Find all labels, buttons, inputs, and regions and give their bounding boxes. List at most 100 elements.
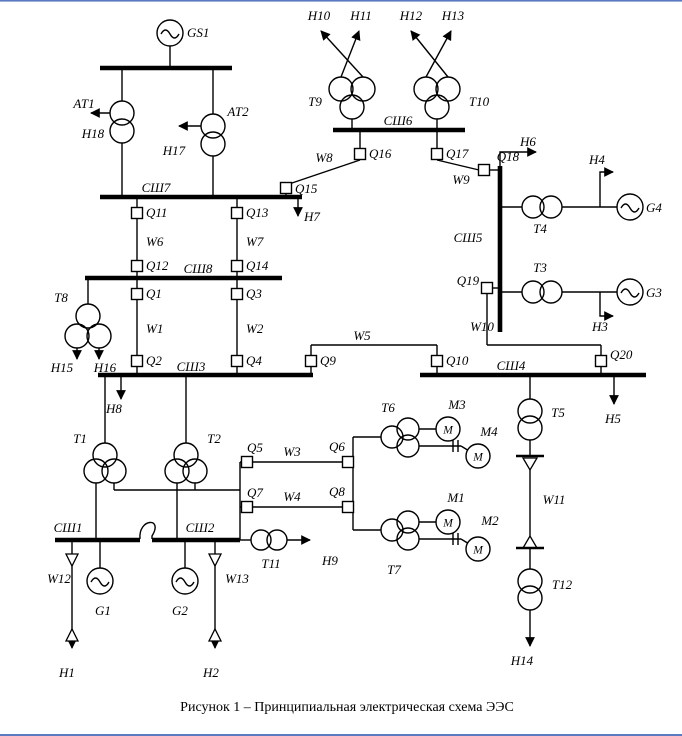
load-h6-arrow: [499, 147, 537, 166]
label-h7: Н7: [303, 209, 320, 224]
label-w10: W10: [470, 319, 494, 334]
switch-q6: [341, 455, 355, 469]
load-h12-arrow: [410, 30, 449, 78]
line-w5: Q9 W5 Q10: [304, 328, 469, 373]
label-w12: W12: [47, 571, 71, 586]
generator-gs1: GS1: [156, 19, 209, 68]
label-at1: АТ1: [72, 96, 94, 111]
load-h6: Н6: [499, 134, 537, 166]
label-m1: М1: [446, 490, 464, 505]
label-q19: Q19: [457, 273, 480, 288]
motor-m2-symbol: [465, 536, 491, 562]
label-h14: Н14: [510, 653, 534, 668]
switch-q15: [279, 181, 293, 195]
label-h8: Н8: [105, 401, 122, 416]
switch-q9: [304, 354, 318, 368]
label-sh3: СШ3: [177, 359, 206, 374]
switch-q16: [353, 147, 367, 161]
generator-g4-symbol: [616, 193, 644, 221]
label-h16: Н16: [93, 360, 117, 375]
switch-q2: [130, 354, 144, 368]
load-h11-arrow: [340, 30, 361, 78]
label-g3: G3: [646, 285, 662, 300]
label-q4: Q4: [246, 353, 262, 368]
generator-g2: G2: [171, 542, 199, 618]
label-q8: Q8: [329, 484, 345, 499]
transformer-t2: Т2: [164, 377, 221, 538]
cable-end-icon: [207, 553, 223, 568]
label-h12: Н12: [399, 8, 423, 23]
label-h17: Н17: [162, 143, 186, 158]
transformer-t7-motors: М М Т7 М1 М2: [353, 490, 499, 577]
label-h6: Н6: [519, 134, 536, 149]
transformer-t8: Т8 Н15 Н16: [50, 280, 117, 375]
line-w9: Q17 W9 Q18: [430, 132, 520, 187]
switch-q4: [230, 354, 244, 368]
switch-q19: [480, 281, 494, 295]
busbar-sh2: СШ2: [152, 520, 240, 543]
line-w7: Q13 W7 Q14: [230, 199, 269, 276]
switch-q1: [130, 287, 144, 301]
label-t3: Т3: [533, 260, 547, 275]
transformer-t9: Н10 Н11 Т9: [307, 8, 376, 130]
label-m3: М3: [447, 397, 466, 412]
generator-g1: G1: [86, 542, 114, 618]
label-h11: Н11: [349, 8, 371, 23]
label-t12: Т12: [552, 577, 573, 592]
label-sh6: СШ6: [384, 113, 413, 128]
busbar-sh3: СШ3: [98, 359, 313, 378]
label-w8: W8: [315, 150, 333, 165]
line-w4: Q7 W4 Q8: [240, 484, 355, 514]
generator-g3-symbol: [616, 278, 644, 306]
label-q17: Q17: [446, 146, 469, 161]
switch-q10: [430, 354, 444, 368]
label-q15: Q15: [295, 181, 318, 196]
label-q3: Q3: [246, 286, 262, 301]
label-w2: W2: [246, 321, 264, 336]
label-h15: Н15: [50, 360, 74, 375]
transformer-t11: Т11 Н9: [240, 529, 338, 571]
label-t1: Т1: [73, 431, 87, 446]
cable-end-icon: [207, 627, 223, 642]
sine-wave-icon: [620, 203, 640, 213]
load-h8: Н8: [105, 377, 126, 416]
motor-letter: М: [442, 518, 454, 530]
cable-end-icon: [64, 627, 80, 642]
switch-q13: [230, 206, 244, 220]
label-w3: W3: [283, 444, 301, 459]
label-q14: Q14: [246, 258, 269, 273]
label-q10: Q10: [446, 353, 469, 368]
line-w8: Q16 W8 Q15: [279, 132, 392, 197]
sine-wave-icon: [175, 577, 195, 587]
line-w12: W12 Н1: [47, 542, 80, 680]
label-q1: Q1: [146, 286, 162, 301]
cable-end-icon: [521, 457, 539, 472]
label-h2: Н2: [202, 665, 219, 680]
label-gs1: GS1: [187, 25, 209, 40]
line-w3: Q5 W3 Q6: [240, 439, 355, 469]
busbar-sh5: СШ5: [454, 166, 503, 332]
transformer-t5-w11-t12-column: Т5 W11 Т12 Н14: [510, 377, 573, 668]
switch-q17: [430, 147, 444, 161]
load-h3-arrow: [599, 292, 614, 321]
line-w13: W13 Н2: [202, 542, 249, 680]
autotransformer-at2: АТ2 Н17: [162, 68, 249, 195]
load-h4-arrow: [599, 167, 614, 207]
label-w1: W1: [146, 321, 163, 336]
label-sh1: СШ1: [54, 520, 83, 535]
label-q5: Q5: [247, 440, 263, 455]
sine-wave-icon: [620, 288, 640, 298]
label-at2: АТ2: [226, 104, 249, 119]
switch-q11: [130, 206, 144, 220]
label-sh4: СШ4: [497, 358, 526, 373]
page-edge-line-bottom: [0, 734, 682, 736]
label-h5: Н5: [604, 411, 621, 426]
label-q20: Q20: [610, 347, 633, 362]
label-g1: G1: [95, 603, 111, 618]
autotransformer-at1: АТ1 Н18: [72, 68, 135, 195]
label-h10: Н10: [307, 8, 331, 23]
transformer-t5-symbol: [517, 398, 543, 424]
label-sh7: СШ7: [142, 180, 171, 195]
label-q7: Q7: [247, 485, 263, 500]
